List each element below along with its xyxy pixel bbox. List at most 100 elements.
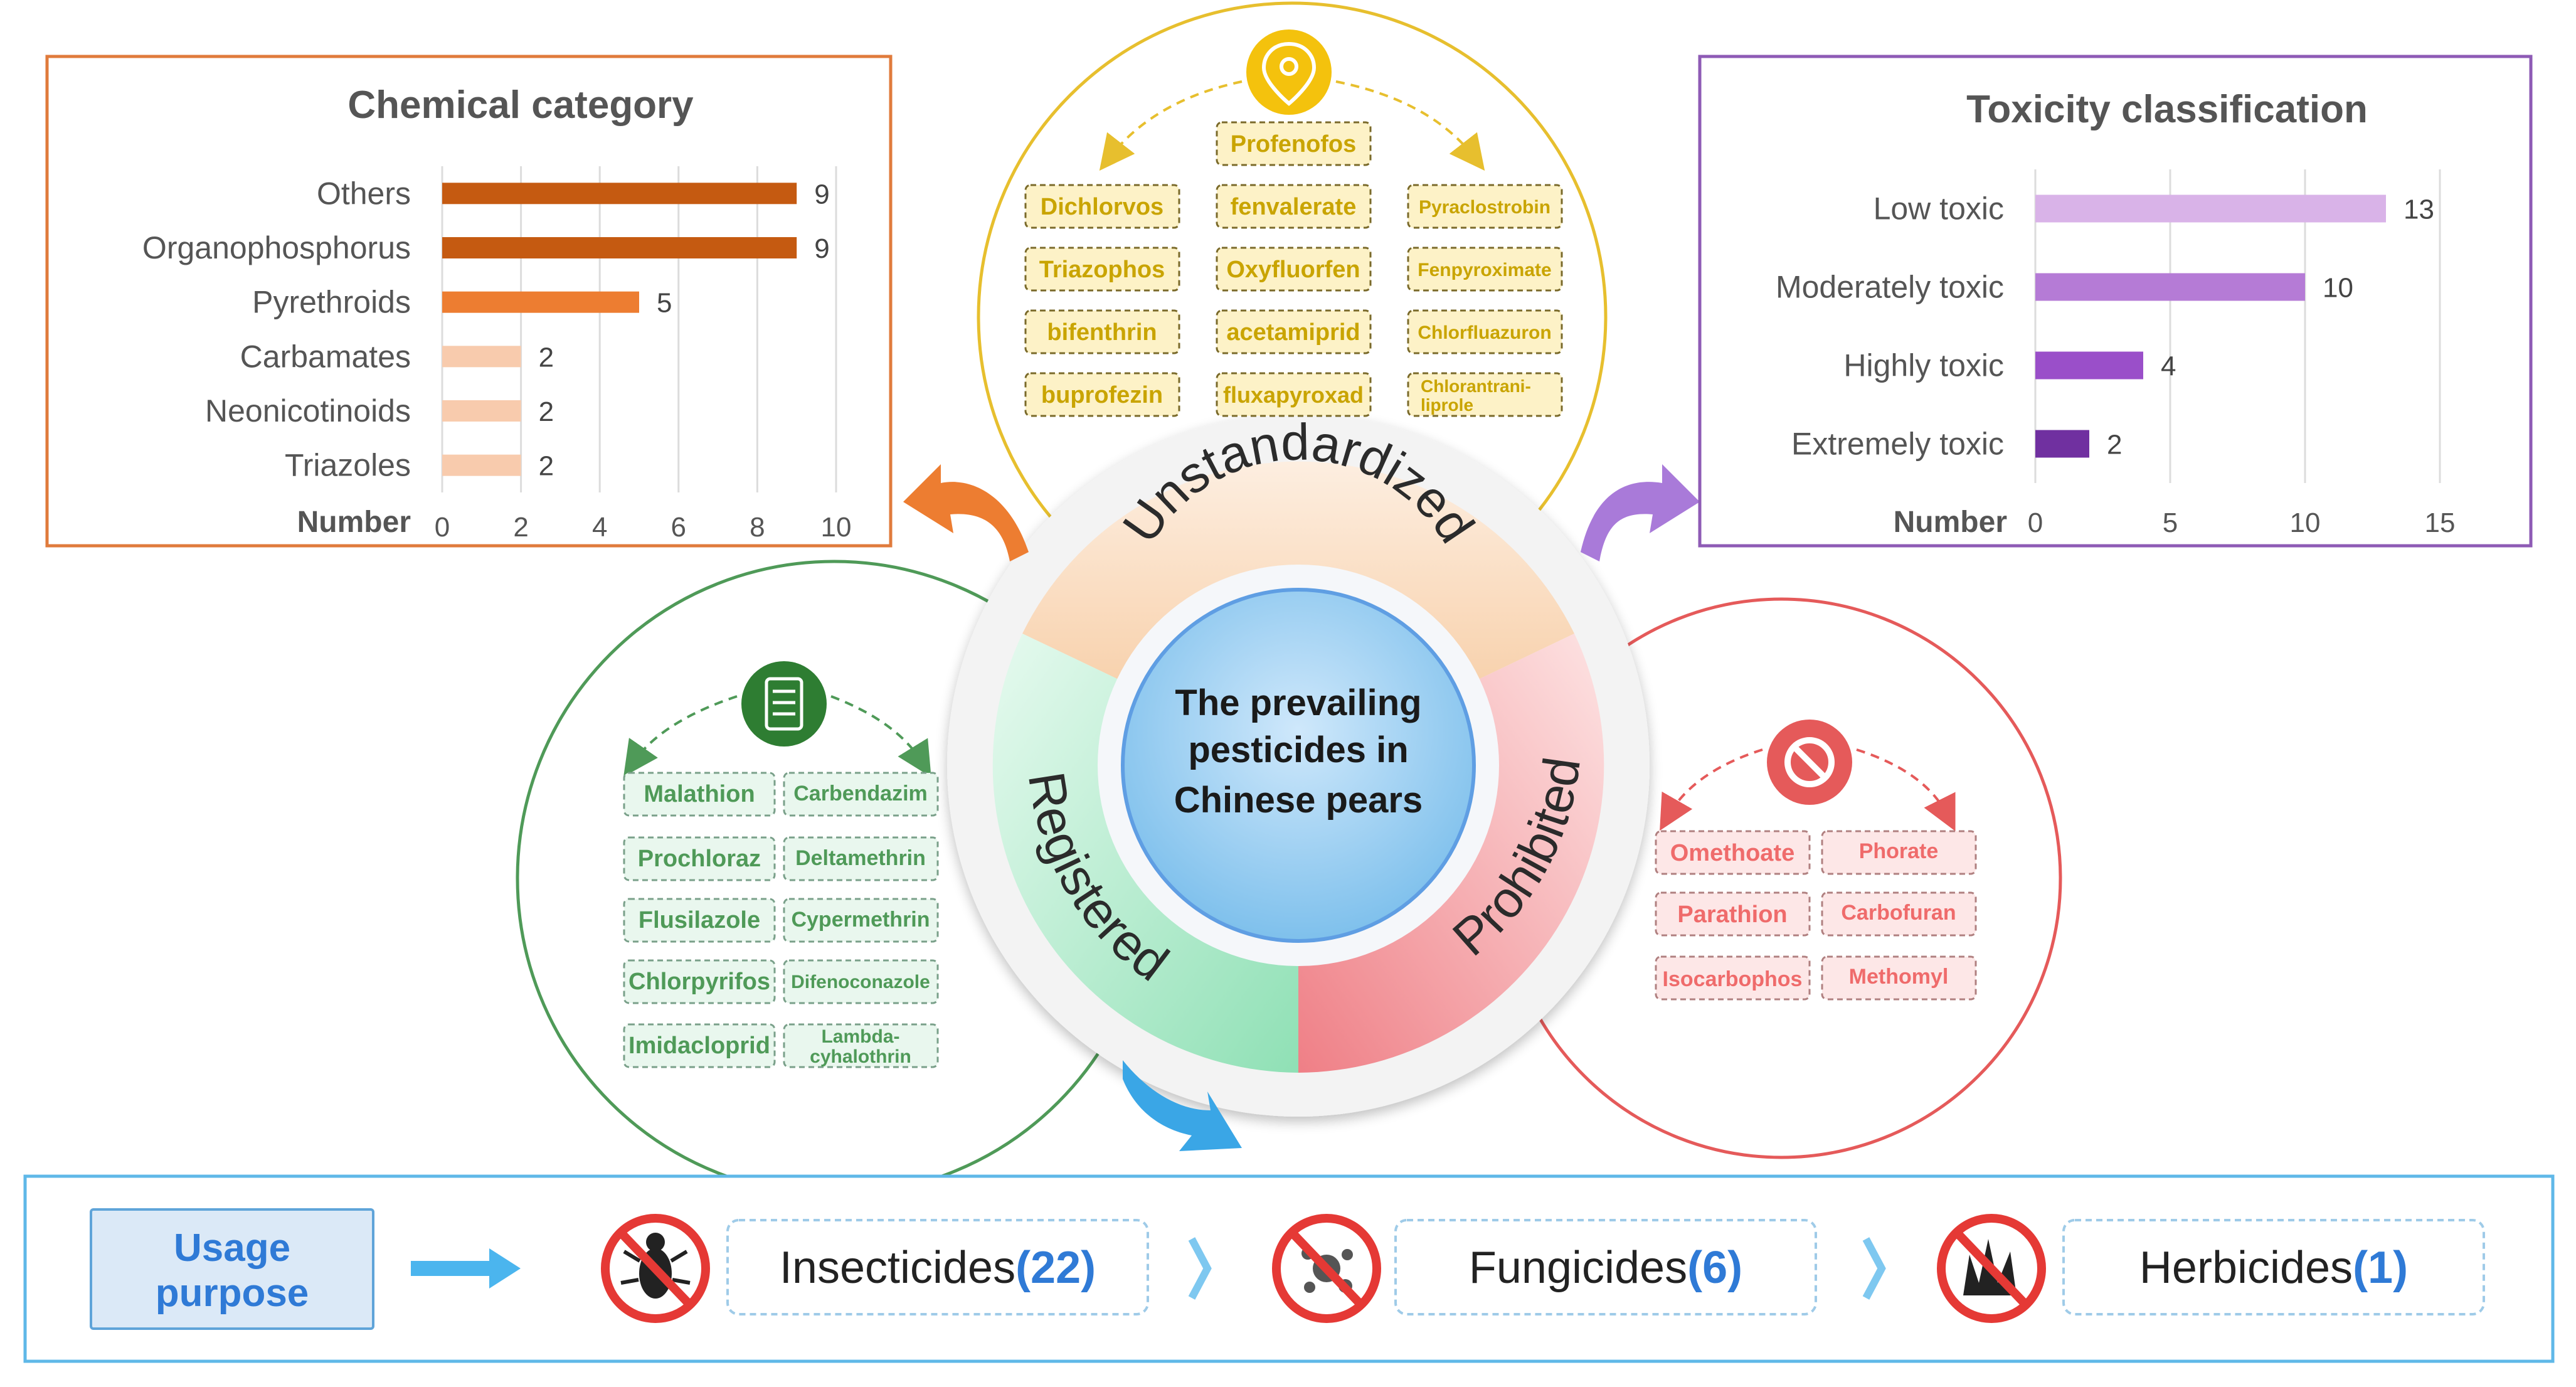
pill-label: Omethoate: [1670, 840, 1794, 866]
bar: [2035, 351, 2143, 380]
pill-methomyl: [1821, 955, 1977, 1001]
checklist-icon: [741, 661, 827, 747]
prohibited-list: Omethoate Phorate Parathion Carbofuran I…: [1655, 830, 1977, 1001]
pill-parathion: [1655, 891, 1811, 937]
data-label: 5: [657, 288, 672, 319]
bar: [2035, 430, 2089, 458]
pill-label: Pyraclostrobin: [1419, 197, 1550, 218]
toxicity-chart-title: Toxicity classification: [1966, 88, 2368, 131]
pill-label: fenvalerate: [1231, 194, 1357, 220]
pill-label: Difenoconazole: [791, 972, 930, 992]
pill-bifenthrin: [1024, 309, 1180, 354]
bar: [442, 346, 521, 368]
pill-label: Isocarbophos: [1663, 967, 1803, 991]
pill-imidacloprid: [623, 1023, 776, 1068]
pill-fenvalerate: [1216, 184, 1372, 229]
usage-arrow: [411, 1248, 521, 1289]
registered-arrow-left: [623, 695, 738, 777]
category-label: Others: [317, 176, 411, 211]
pill-triazophos: [1024, 247, 1180, 292]
usage-item-fungicides: [1394, 1219, 1817, 1315]
pill-label: buprofezin: [1041, 382, 1163, 408]
category-label: Carbamates: [240, 339, 411, 374]
unstandardized-list: Profenofos Dichlorvos fenvalerate Pyracl…: [1024, 121, 1563, 417]
usage-title-box: [90, 1208, 374, 1330]
registered-list: Malathion Carbendazim Prochloraz Deltame…: [623, 772, 939, 1068]
pill-cypermethrin: [783, 898, 939, 943]
category-label: Highly toxic: [1843, 348, 2004, 383]
bar: [442, 400, 521, 422]
category-label: Low toxic: [1874, 191, 2004, 226]
pill-fluxapyroxad: [1216, 372, 1372, 417]
pill-label-line2: cyhalothrin: [810, 1046, 911, 1067]
center-title-line3: Chinese pears: [1174, 780, 1423, 821]
prohibited-icon: [1767, 720, 1852, 805]
category-label: Neonicotinoids: [205, 393, 411, 428]
location-icon: [1246, 29, 1332, 115]
pill-profenofos: [1216, 121, 1372, 166]
bar: [442, 454, 521, 476]
pill-label: Malathion: [644, 781, 755, 807]
pill-label: Triazophos: [1039, 257, 1165, 283]
category-label: Organophosphorus: [142, 230, 411, 265]
pill-lambda-cyhalothrin: [783, 1023, 939, 1068]
pill-pyraclostrobin: [1407, 184, 1563, 229]
pill-label-line2: liprole: [1421, 395, 1473, 415]
data-label: 2: [2107, 430, 2122, 460]
x-tick-label: 2: [513, 512, 528, 543]
x-tick-label: 15: [2425, 508, 2456, 538]
pill-deltamethrin: [783, 836, 939, 881]
pill-label: Deltamethrin: [795, 846, 926, 870]
pill-label: bifenthrin: [1047, 319, 1157, 346]
pill-label: Dichlorvos: [1041, 194, 1163, 220]
bar: [442, 237, 797, 258]
pill-flusilazole: [623, 898, 776, 943]
prohibited-arrow-right: [1856, 748, 1956, 832]
data-label: 2: [539, 396, 554, 427]
bar: [2035, 273, 2305, 301]
usage-item-herbicides-text: Herbicides(1): [2139, 1243, 2408, 1293]
pill-label: Chlorfluazuron: [1418, 322, 1551, 343]
pill-label: Prochloraz: [638, 846, 761, 872]
pill-difenoconazole: [783, 959, 939, 1004]
data-label: 4: [2161, 351, 2176, 382]
center-title-line1: The prevailing: [1175, 683, 1421, 723]
pill-label-line1: Chlorantrani-: [1421, 376, 1531, 396]
chevron-right-icon: [1862, 1237, 1886, 1300]
toxicity-chart-frame: [1698, 55, 2533, 548]
pill-malathion: [623, 772, 776, 817]
x-tick-label: 10: [821, 512, 852, 543]
category-label: Pyrethroids: [252, 285, 411, 320]
pill-isocarbophos: [1655, 955, 1811, 1001]
toxicity-chart: Toxicity classification 0 5 10 15 Low toxic 1…: [1698, 55, 2533, 548]
pill-label: Carbofuran: [1841, 901, 1956, 925]
x-tick-label: 0: [435, 512, 450, 543]
data-label: 9: [814, 233, 829, 264]
x-tick-label: 10: [2290, 508, 2321, 538]
x-tick-label: 6: [671, 512, 686, 543]
pill-carbendazim: [783, 772, 939, 817]
unstandardized-arrow-right: [1335, 80, 1485, 171]
pill-label-line1: Lambda-: [821, 1026, 899, 1047]
no-insect-icon: [601, 1214, 710, 1323]
usage-purpose-panel: Usage purpose Insecticides(22): [23, 1174, 2555, 1363]
x-tick-label: 5: [2163, 508, 2178, 538]
usage-item-insecticides: [726, 1219, 1149, 1315]
pill-dichlorvos: [1024, 184, 1180, 229]
data-label: 10: [2323, 273, 2353, 304]
pill-label: Carbendazim: [793, 782, 928, 805]
pill-phorate: [1821, 830, 1977, 875]
pill-prochloraz: [623, 836, 776, 881]
usage-title-line1: Usage: [174, 1226, 290, 1270]
x-tick-label: 4: [592, 512, 607, 543]
pill-buprofezin: [1024, 372, 1180, 417]
category-label: Triazoles: [285, 448, 411, 483]
x-tick-label: 0: [2028, 508, 2043, 538]
pill-label: Oxyfluorfen: [1226, 257, 1360, 283]
usage-item-insecticides-text: Insecticides(22): [780, 1243, 1096, 1293]
data-label: 13: [2404, 194, 2434, 225]
registered-arrow-right: [830, 695, 931, 777]
prohibited-arrow-left: [1660, 748, 1763, 831]
